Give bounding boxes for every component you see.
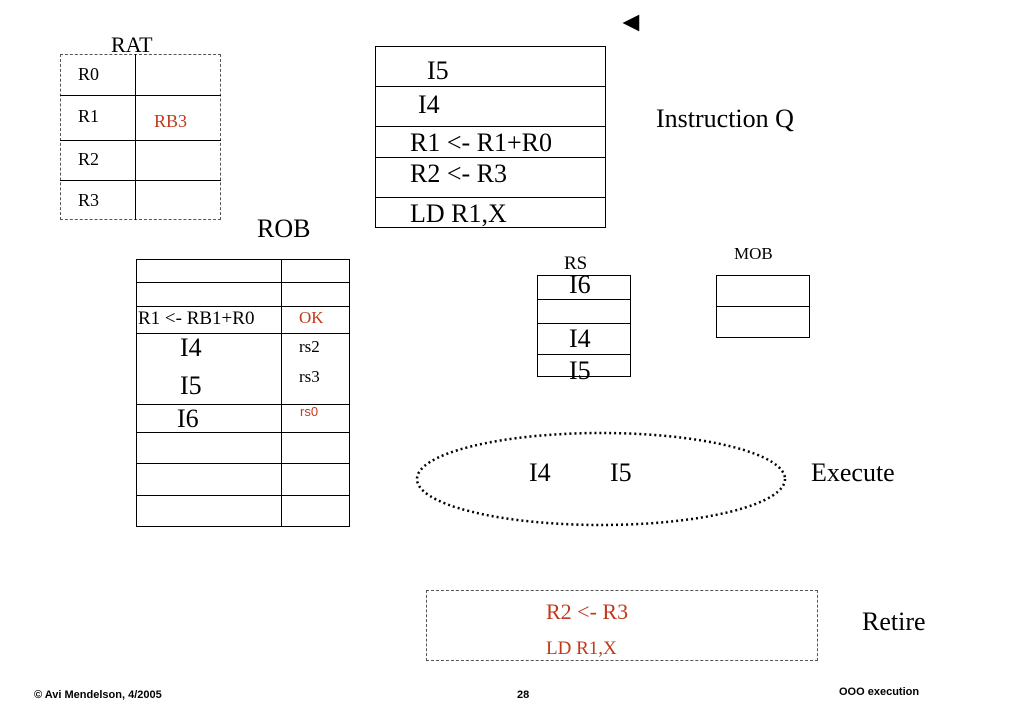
rat-reg-label: R0 bbox=[78, 64, 100, 84]
footer-copyright: © Avi Mendelson, 4/2005 bbox=[34, 689, 162, 701]
rob-title: ROB bbox=[257, 214, 311, 243]
rat-title: RAT bbox=[111, 32, 153, 57]
iq-entry: R2 <- R3 bbox=[410, 159, 508, 188]
iq-entry: I4 bbox=[418, 90, 440, 119]
iq-row-divider bbox=[375, 126, 606, 127]
rob-instr: R1 <- RB1+R0 bbox=[138, 308, 255, 329]
rob-instr: I4 bbox=[180, 333, 202, 362]
rob-row-divider bbox=[136, 404, 350, 405]
rob-row-divider bbox=[136, 333, 350, 334]
execute-item: I5 bbox=[610, 458, 632, 487]
rat-reg-label: R3 bbox=[78, 190, 100, 210]
iq-row-divider bbox=[375, 157, 606, 158]
rob-status: rs0 bbox=[300, 404, 319, 419]
rs-table bbox=[537, 275, 631, 377]
rat-column-divider bbox=[135, 54, 136, 220]
rs-row-divider bbox=[537, 323, 631, 324]
mob-title: MOB bbox=[734, 244, 773, 263]
iq-row-divider bbox=[375, 86, 606, 87]
rat-reg-label: R1 bbox=[78, 106, 100, 126]
iq-entry: R1 <- R1+R0 bbox=[410, 128, 553, 157]
rob-instr: I6 bbox=[177, 404, 199, 433]
rat-table bbox=[60, 54, 221, 220]
footer-topic: OOO execution bbox=[839, 686, 920, 698]
retire-item: LD R1,X bbox=[546, 638, 617, 659]
rs-entry: I4 bbox=[569, 324, 591, 353]
instruction-queue bbox=[375, 46, 606, 228]
rob-row-divider bbox=[136, 432, 350, 433]
rob-row-divider bbox=[136, 306, 350, 307]
rob-table bbox=[136, 259, 350, 527]
rob-row-divider bbox=[136, 282, 350, 283]
retire-label: Retire bbox=[862, 607, 926, 636]
rs-title: RS bbox=[564, 253, 588, 274]
rob-instr: I5 bbox=[180, 371, 202, 400]
rob-status: rs3 bbox=[299, 367, 320, 386]
retire-item: R2 <- R3 bbox=[546, 599, 629, 624]
iq-entry: LD R1,X bbox=[410, 199, 507, 228]
rob-row-divider bbox=[136, 463, 350, 464]
rat-mapping-value: RB3 bbox=[154, 111, 188, 131]
rat-row-divider bbox=[60, 180, 221, 181]
rs-row-divider bbox=[537, 354, 631, 355]
iq-entry: I5 bbox=[427, 56, 449, 85]
footer-page-number: 28 bbox=[517, 689, 530, 701]
rob-column-divider bbox=[281, 259, 282, 527]
rat-reg-label: R2 bbox=[78, 149, 100, 169]
rs-entry: I5 bbox=[569, 356, 591, 385]
iq-row-divider bbox=[375, 197, 606, 198]
rob-row-divider bbox=[136, 495, 350, 496]
rat-row-divider bbox=[60, 140, 221, 141]
pointer-arrow-icon: ◄ bbox=[617, 7, 645, 38]
retire-box bbox=[426, 590, 818, 661]
mob-row-divider bbox=[716, 306, 810, 307]
execute-item: I4 bbox=[529, 458, 551, 487]
execute-label: Execute bbox=[811, 458, 895, 487]
rob-status: OK bbox=[299, 308, 324, 327]
instruction-queue-label: Instruction Q bbox=[656, 104, 794, 133]
rs-entry: I6 bbox=[569, 270, 591, 299]
rat-row-divider bbox=[60, 95, 221, 96]
rob-status: rs2 bbox=[299, 337, 320, 356]
rs-row-divider bbox=[537, 299, 631, 300]
